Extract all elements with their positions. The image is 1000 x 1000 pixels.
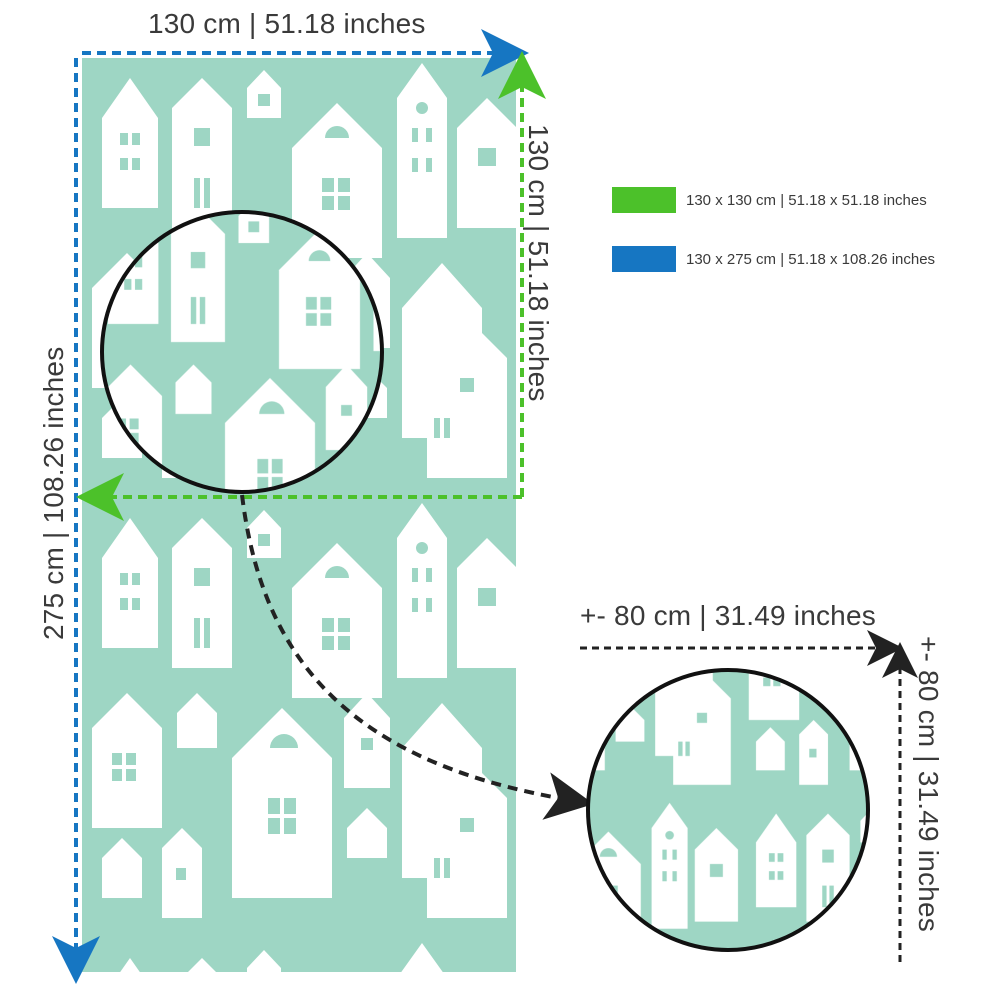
wallpaper-panel bbox=[82, 58, 516, 972]
legend-item-green: 130 x 130 cm | 51.18 x 51.18 inches bbox=[612, 187, 927, 213]
zoom-height-label: +- 80 cm | 31.49 inches bbox=[913, 636, 944, 932]
top-width-label: 130 cm | 51.18 inches bbox=[148, 8, 426, 39]
full-height-label: 275 cm | 108.26 inches bbox=[38, 346, 69, 640]
legend-swatch-blue bbox=[612, 246, 676, 272]
legend-swatch-green bbox=[612, 187, 676, 213]
zoom-circle bbox=[586, 668, 870, 952]
zoom-width-label: +- 80 cm | 31.49 inches bbox=[580, 600, 876, 631]
legend-label: 130 x 130 cm | 51.18 x 51.18 inches bbox=[686, 191, 927, 209]
zoom-pointer-arrow bbox=[240, 494, 594, 820]
legend-label: 130 x 275 cm | 51.18 x 108.26 inches bbox=[686, 250, 936, 268]
magnifier-lens bbox=[100, 210, 384, 494]
green-side-label: 130 cm | 51.18 inches bbox=[523, 124, 554, 402]
legend-item-blue: 130 x 275 cm | 51.18 x 108.26 inches bbox=[612, 246, 935, 272]
